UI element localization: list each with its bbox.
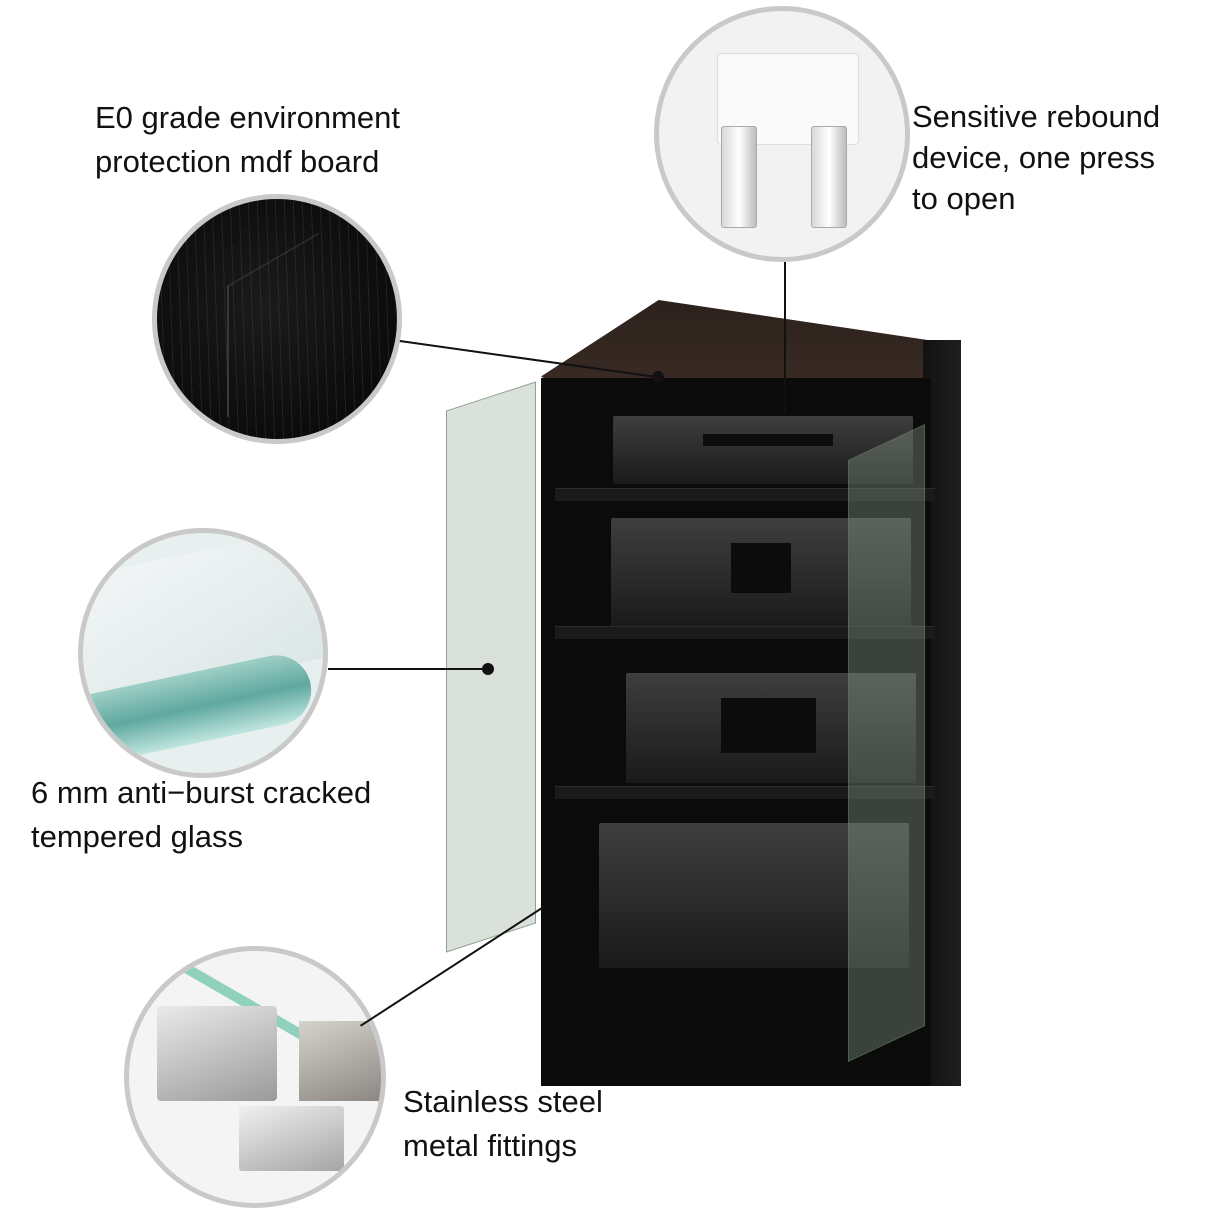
shelf — [555, 626, 935, 639]
feature-label-mdf: E0 grade environment protection mdf boar… — [95, 96, 400, 184]
label-line: metal fittings — [403, 1128, 578, 1163]
leader-dot-glass — [482, 663, 494, 675]
leader-dot-mdf — [652, 371, 664, 383]
label-line: protection mdf board — [95, 144, 380, 179]
feature-label-rebound: Sensitive rebound device, one press to o… — [912, 96, 1160, 219]
shelf — [555, 786, 935, 799]
glass-edge-icon — [78, 528, 328, 778]
cabinet-body — [541, 378, 935, 1086]
av-unit-3 — [626, 673, 916, 783]
label-line: Sensitive rebound — [912, 99, 1161, 134]
hinge-clamp-icon — [124, 946, 386, 1208]
media-cabinet — [446, 300, 961, 1090]
label-line: tempered glass — [31, 819, 243, 854]
label-line: device, one press — [912, 140, 1155, 175]
leader-line-rebound — [784, 262, 786, 412]
feature-label-glass: 6 mm anti−burst cracked tempered glass — [31, 771, 371, 859]
feature-label-fittings: Stainless steel metal fittings — [403, 1080, 603, 1168]
shelf — [555, 488, 935, 501]
av-unit-2 — [611, 518, 911, 628]
av-unit-1 — [613, 416, 913, 484]
label-line: 6 mm anti−burst cracked — [31, 775, 372, 810]
label-line: to open — [912, 181, 1016, 216]
label-line: E0 grade environment — [95, 100, 401, 135]
leader-line-glass — [328, 668, 486, 670]
wood-grain-swatch-icon — [152, 194, 402, 444]
av-unit-4 — [599, 823, 909, 968]
push-latch-icon — [654, 6, 910, 262]
cabinet-top — [541, 300, 961, 390]
label-line: Stainless steel — [403, 1084, 603, 1119]
right-glass-door[interactable] — [848, 424, 925, 1062]
